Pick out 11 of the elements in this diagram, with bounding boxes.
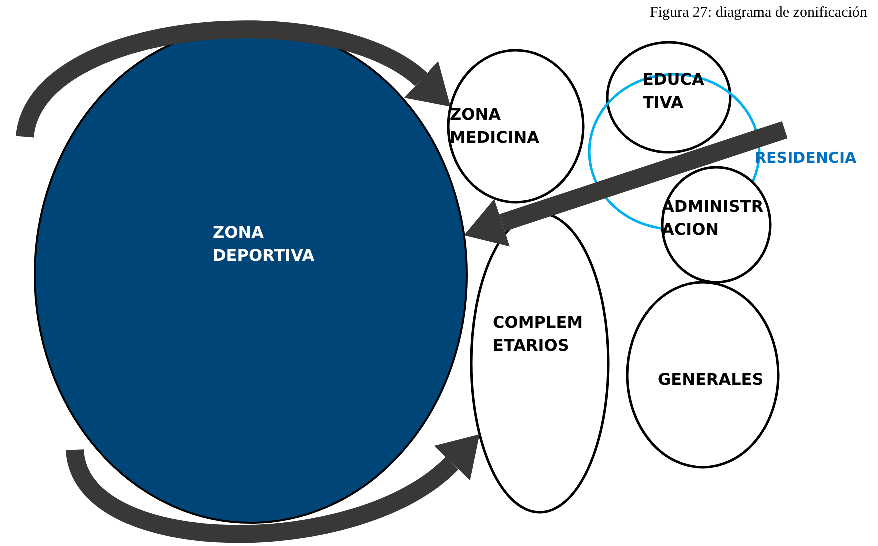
zone-ellipse [625, 280, 781, 470]
curved-arrow [464, 121, 788, 247]
zone-ellipse [446, 48, 586, 205]
zone-ellipse [605, 40, 733, 155]
figure-title: Figura 27: diagrama de zonificación [650, 4, 868, 23]
curved-arrow [66, 438, 483, 544]
zone-label: ZONA MEDICINA [450, 104, 540, 150]
zone-label: GENERALES [658, 369, 764, 391]
zone-ellipse [660, 165, 773, 285]
zone-label: COMPLEM ETARIOS [493, 312, 584, 358]
zone-label: ZONA DEPORTIVA [213, 222, 315, 268]
